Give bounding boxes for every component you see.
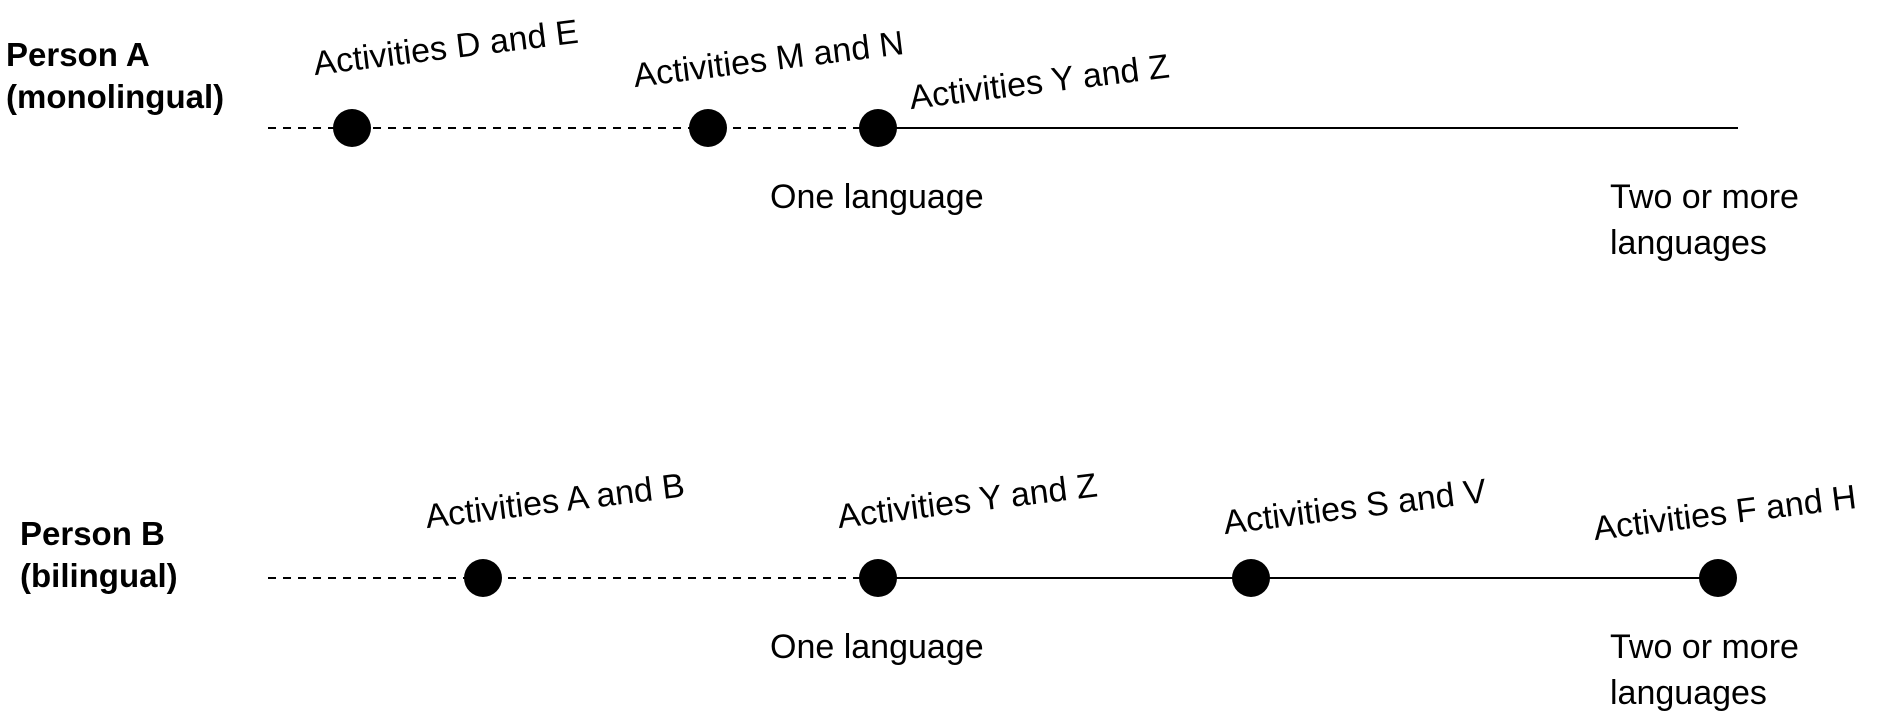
person-b-scale-end-line1: Two or more <box>1610 628 1799 666</box>
person-a-dot-1 <box>333 109 371 147</box>
person-a-title: Person A (monolingual) <box>6 34 224 118</box>
person-a-scale-end-line2: languages <box>1610 224 1767 262</box>
person-a-dot-3 <box>859 109 897 147</box>
person-b-scale-end-label: Two or more languages <box>1610 624 1799 716</box>
person-a-scale-end-label: Two or more languages <box>1610 174 1799 266</box>
person-b-scale-start-label: One language <box>770 628 984 666</box>
person-b-dot-3 <box>1232 559 1270 597</box>
person-b-dot-1 <box>464 559 502 597</box>
person-b-title: Person B (bilingual) <box>20 513 178 597</box>
person-b-name: Person B <box>20 515 165 552</box>
person-b-dot-4 <box>1699 559 1737 597</box>
person-b-qualifier: (bilingual) <box>20 557 178 594</box>
person-a-dot-2 <box>689 109 727 147</box>
person-a-scale-end-line1: Two or more <box>1610 178 1799 216</box>
person-a-scale-start-label: One language <box>770 178 984 216</box>
person-a-name: Person A <box>6 36 150 73</box>
person-b-scale-end-line2: languages <box>1610 674 1767 712</box>
person-b-dot-2 <box>859 559 897 597</box>
person-a-qualifier: (monolingual) <box>6 78 225 115</box>
